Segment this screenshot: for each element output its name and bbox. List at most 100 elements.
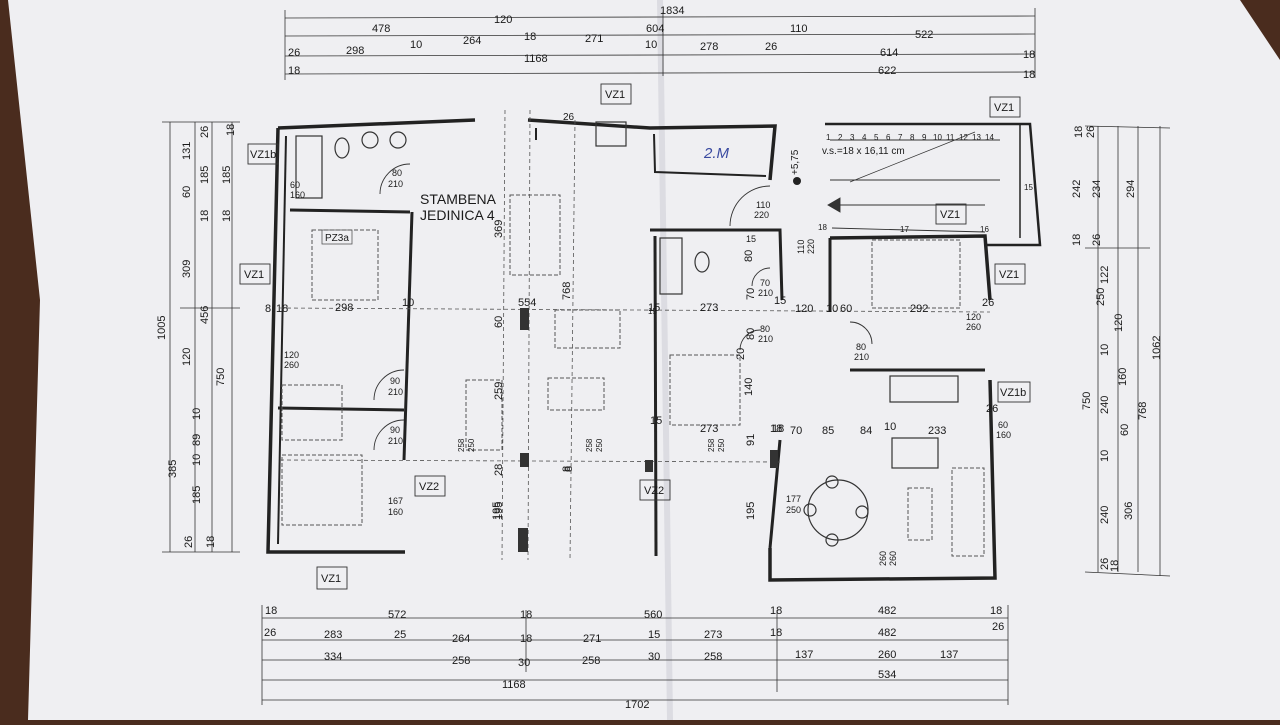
svg-text:273: 273 — [700, 423, 718, 435]
coffee-table — [547, 377, 605, 411]
dim-top: 26 — [765, 41, 777, 53]
svg-text:292: 292 — [910, 303, 928, 315]
dim-right: 234 — [1091, 180, 1103, 198]
svg-text:260: 260 — [284, 360, 299, 370]
dim-left: 185 — [199, 166, 211, 184]
tag-vz1b: VZ1b — [250, 149, 276, 161]
svg-text:195: 195 — [493, 502, 505, 520]
svg-text:70: 70 — [760, 278, 770, 288]
svg-text:10: 10 — [402, 297, 414, 309]
svg-text:250: 250 — [467, 438, 476, 452]
svg-text:210: 210 — [758, 288, 773, 298]
dim-top: 622 — [878, 65, 896, 77]
dim-top: 18 — [1023, 49, 1035, 61]
stair-rise-note: v.s.=18 x 16,11 cm — [822, 146, 905, 157]
svg-text:298: 298 — [335, 302, 353, 314]
svg-text:3: 3 — [850, 133, 855, 142]
dim-top: 10 — [645, 39, 657, 51]
tag-vz2: VZ2 — [419, 481, 439, 493]
dim-top: 298 — [346, 45, 364, 57]
svg-text:18: 18 — [772, 423, 784, 435]
tag-vz1: VZ1 — [244, 269, 264, 281]
dim-right: 120 — [1113, 314, 1125, 332]
svg-text:85: 85 — [822, 425, 834, 437]
svg-text:80: 80 — [760, 324, 770, 334]
svg-text:250: 250 — [717, 438, 726, 452]
dim-bottom: 30 — [518, 657, 530, 669]
dim-right: 10 — [1099, 450, 1111, 462]
dim-left: 26 — [183, 536, 195, 548]
dim-bottom: 560 — [644, 609, 662, 621]
svg-text:554: 554 — [518, 297, 536, 309]
bed-5 — [871, 239, 961, 309]
svg-text:26: 26 — [986, 403, 998, 415]
svg-text:210: 210 — [854, 352, 869, 362]
svg-text:15: 15 — [774, 295, 786, 307]
dim-bottom: 18 — [520, 609, 532, 621]
svg-text:110: 110 — [796, 240, 806, 254]
toilet — [334, 137, 350, 159]
svg-text:10: 10 — [933, 133, 942, 142]
svg-text:7: 7 — [898, 133, 903, 142]
dining-table — [509, 194, 561, 276]
stair-well-wall — [825, 122, 1042, 247]
dim-top: 18 — [1023, 69, 1035, 81]
dim-left: 89 — [191, 434, 203, 446]
dim-bottom: 137 — [795, 649, 813, 661]
svg-text:12: 12 — [959, 133, 968, 142]
unit-label-line2: JEDINICA 4 — [420, 207, 495, 223]
tag-vz1: VZ1 — [940, 209, 960, 221]
tag-vz1b: VZ1b — [1000, 387, 1026, 399]
svg-text:250: 250 — [595, 438, 604, 452]
dim-bottom: 18 — [770, 605, 782, 617]
svg-text:260: 260 — [966, 322, 981, 332]
sink — [361, 131, 379, 149]
svg-text:9: 9 — [922, 133, 927, 142]
dim-top: 10 — [410, 39, 422, 51]
svg-text:90: 90 — [390, 376, 400, 386]
svg-text:120: 120 — [966, 312, 981, 322]
dim-bottom: 482 — [878, 627, 896, 639]
tag-vz1: VZ1 — [999, 269, 1019, 281]
dim-right: 294 — [1125, 180, 1137, 198]
dimension-labels-bottom: 18 572 18 560 18 482 18 26 283 25 264 18… — [264, 605, 1004, 711]
svg-text:259: 259 — [493, 382, 505, 400]
dim-top: 120 — [494, 14, 512, 26]
sofa-2 — [951, 467, 985, 557]
dim-right: 60 — [1119, 424, 1131, 436]
dim-bottom: 572 — [388, 609, 406, 621]
dim-bottom: 283 — [324, 629, 342, 641]
dim-left: 456 — [199, 306, 211, 324]
dim-top: 18 — [288, 65, 300, 77]
dim-right: 768 — [1137, 402, 1149, 420]
columns — [518, 308, 778, 552]
dim-left: 385 — [167, 460, 179, 478]
svg-text:18: 18 — [818, 223, 827, 232]
level-marker-icon — [793, 177, 801, 185]
structural-axes — [279, 109, 991, 561]
dim-small-top: 26 — [563, 112, 575, 123]
svg-text:60: 60 — [840, 303, 852, 315]
dim-left: 10 — [191, 454, 203, 466]
dim-top: 1168 — [524, 53, 548, 65]
dim-right: 18 — [1109, 560, 1121, 572]
tag-vz1: VZ1 — [321, 573, 341, 585]
dim-bottom: 137 — [940, 649, 958, 661]
dim-bottom: 260 — [878, 649, 896, 661]
level-mark: +5,75 — [790, 149, 801, 175]
fixtures — [295, 121, 959, 547]
side-unit — [907, 487, 933, 541]
svg-text:17: 17 — [900, 225, 909, 234]
dim-right: 122 — [1099, 266, 1111, 284]
dim-right: 1062 — [1151, 336, 1163, 360]
dim-top: 478 — [372, 23, 390, 35]
svg-text:5: 5 — [874, 133, 879, 142]
svg-text:20: 20 — [735, 348, 747, 360]
svg-text:15: 15 — [746, 234, 756, 244]
staircase — [827, 131, 1000, 233]
svg-text:70: 70 — [745, 288, 757, 300]
dim-bottom: 334 — [324, 651, 342, 663]
dim-top: 522 — [915, 29, 933, 41]
toilet-2 — [694, 251, 710, 273]
